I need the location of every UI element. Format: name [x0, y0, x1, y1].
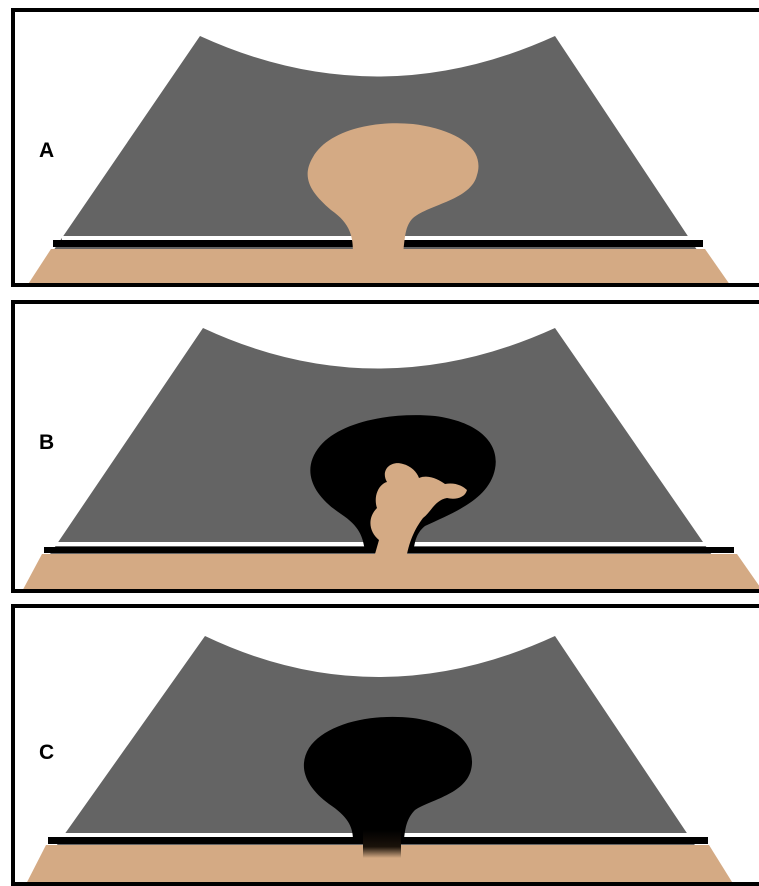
panel-a: A — [11, 8, 759, 287]
panel-b: B — [11, 300, 759, 593]
panel-c-diagram — [15, 608, 759, 886]
panel-a-diagram — [15, 12, 759, 287]
panel-label: A — [39, 140, 54, 161]
panel-b-diagram — [15, 304, 759, 593]
base-substrate — [23, 249, 735, 287]
panel-c: C — [11, 604, 759, 886]
panel-label: B — [39, 432, 54, 453]
stem-transition — [363, 830, 401, 858]
base-substrate — [19, 554, 759, 593]
panel-label: C — [39, 742, 54, 763]
